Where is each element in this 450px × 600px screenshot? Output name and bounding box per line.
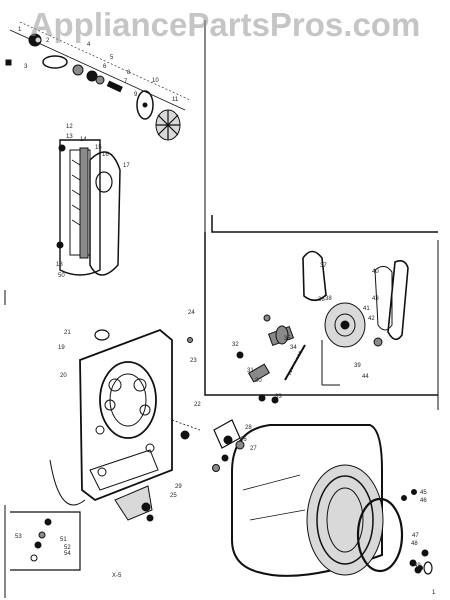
callout-20: 20	[60, 373, 67, 379]
blower-assembly	[5, 21, 191, 141]
callout-23: 23	[190, 358, 197, 364]
callout-5: 5	[110, 55, 114, 61]
motor-assembly-box	[204, 215, 438, 396]
callout-25: 25	[170, 493, 177, 499]
callout-4: 4	[87, 42, 91, 48]
callout-11: 11	[172, 97, 179, 103]
callout-21: 21	[64, 330, 71, 336]
callout-51: 51	[60, 537, 67, 543]
callout-43: 43	[372, 296, 379, 302]
callout-45: 45	[420, 490, 427, 496]
watermark-text: AppliancePartsPros.com	[29, 6, 421, 43]
callout-30: 30	[255, 378, 262, 384]
front-bulkhead	[49, 328, 201, 506]
callout-53: 53	[15, 534, 22, 540]
callout-12: 12	[66, 124, 73, 130]
callout-34: 34	[290, 345, 297, 351]
drum-rollers	[212, 419, 245, 472]
callout-47: 47	[412, 533, 419, 539]
drive-motor	[236, 250, 409, 404]
callout-18: 18	[56, 262, 63, 268]
callout-24: 24	[188, 310, 195, 316]
callout-36: 36	[318, 297, 325, 303]
callout-44: 44	[362, 374, 369, 380]
callout-33: 33	[275, 394, 282, 400]
callout-42: 42	[368, 316, 375, 322]
callout-19: 19	[58, 345, 65, 351]
callout-29: 29	[175, 484, 182, 490]
callout-54: 54	[64, 551, 71, 557]
callout-48: 48	[411, 541, 418, 547]
callout-17: 17	[123, 163, 130, 169]
callout-39: 39	[354, 363, 361, 369]
callout-28: 28	[245, 425, 252, 431]
callout-41: 41	[363, 306, 370, 312]
callout-35: 35	[284, 336, 291, 342]
callout-40: 40	[372, 269, 379, 275]
page-code: X-5	[112, 573, 122, 579]
callout-46: 46	[420, 498, 427, 504]
callout-7: 7	[124, 79, 128, 85]
callout-1: 1	[18, 27, 22, 33]
callout-32: 32	[232, 342, 239, 348]
callout-15: 15	[95, 145, 102, 151]
corner-mark: 1	[432, 590, 436, 596]
callout-16: 16	[102, 152, 109, 158]
callout-14: 14	[80, 137, 87, 143]
callout-2: 2	[46, 38, 50, 44]
frame-lines	[4, 20, 439, 598]
callout-22: 22	[194, 402, 201, 408]
callout-52: 52	[64, 545, 71, 551]
callout-13: 13	[66, 134, 73, 140]
callout-27: 27	[250, 446, 257, 452]
callout-31: 31	[247, 368, 254, 374]
hardware-inset	[10, 511, 81, 571]
callout-38: 38	[325, 296, 332, 302]
callout-50: 50	[58, 273, 65, 279]
callout-3: 3	[24, 64, 28, 70]
drum-seal-cone	[114, 485, 154, 522]
callout-6: 6	[103, 64, 107, 70]
felt-pad	[94, 329, 110, 341]
blower-wheel	[155, 109, 181, 141]
callout-10: 10	[152, 78, 159, 84]
idler-pulley-assembly	[56, 139, 121, 276]
callout-26: 26	[240, 437, 247, 443]
dryer-drum	[231, 424, 433, 577]
callout-49: 49	[414, 563, 421, 569]
callout-9: 9	[134, 92, 138, 98]
callout-37: 37	[320, 263, 327, 269]
callout-8: 8	[127, 70, 131, 76]
